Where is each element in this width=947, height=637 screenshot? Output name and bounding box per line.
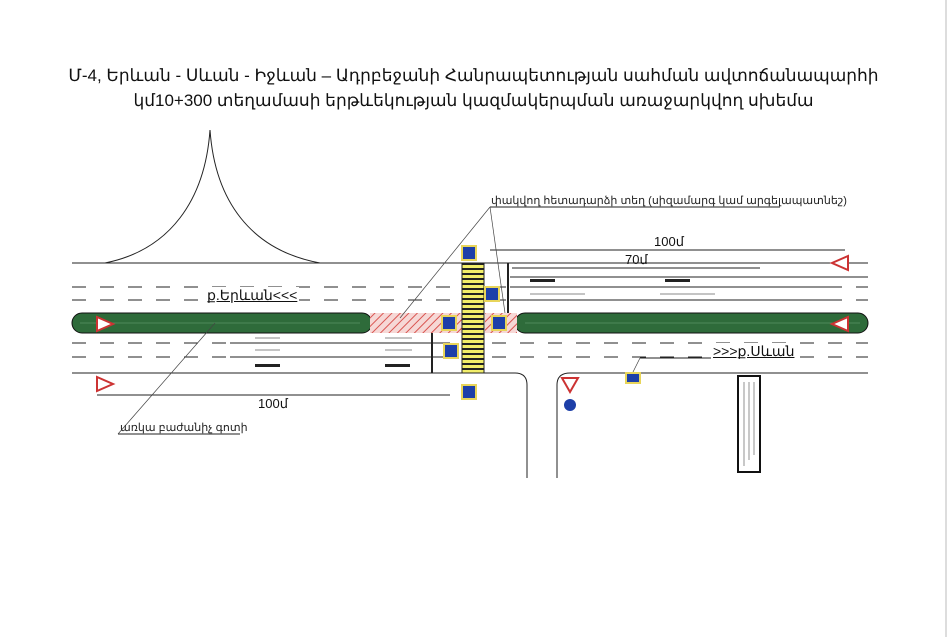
pedestrian-crossing-sign-icons bbox=[441, 245, 641, 400]
direction-arrows bbox=[255, 279, 690, 367]
scheme-title-line-1: Մ-4, Երևան - Սևան - Իջևան – Ադրբեջանի Հա… bbox=[68, 66, 879, 85]
divider-strip-annotation: առկա բաժանիչ գոտի bbox=[120, 422, 248, 434]
dimension-top-70: 70մ bbox=[625, 252, 648, 267]
dimension-bottom-100: 100մ bbox=[258, 396, 288, 411]
dimension-top-100: 100մ bbox=[654, 234, 684, 249]
closed-crossing-hatch-left bbox=[370, 313, 462, 333]
interchange-ramp-left bbox=[104, 129, 211, 264]
interchange-ramp-right bbox=[209, 129, 321, 264]
closed-crossing-annotation: փակվող հետադարձի տեղ (սիզամարգ կամ արգել… bbox=[491, 195, 847, 207]
page-edge bbox=[945, 0, 947, 637]
side-road-left-edge bbox=[514, 372, 528, 478]
warning-sign-icons bbox=[96, 254, 849, 411]
direction-to-yerevan: ք.Երևան<<< bbox=[205, 287, 300, 304]
scheme-title-line-2: կմ10+300 տեղամասի երթևեկության կազմակերպ… bbox=[133, 91, 814, 110]
pedestrian-crosswalk bbox=[461, 262, 485, 374]
direction-to-sevan: >>>ք.Սևան bbox=[711, 343, 797, 360]
side-road-right-edge bbox=[556, 372, 571, 478]
lane-arrows bbox=[255, 293, 715, 351]
